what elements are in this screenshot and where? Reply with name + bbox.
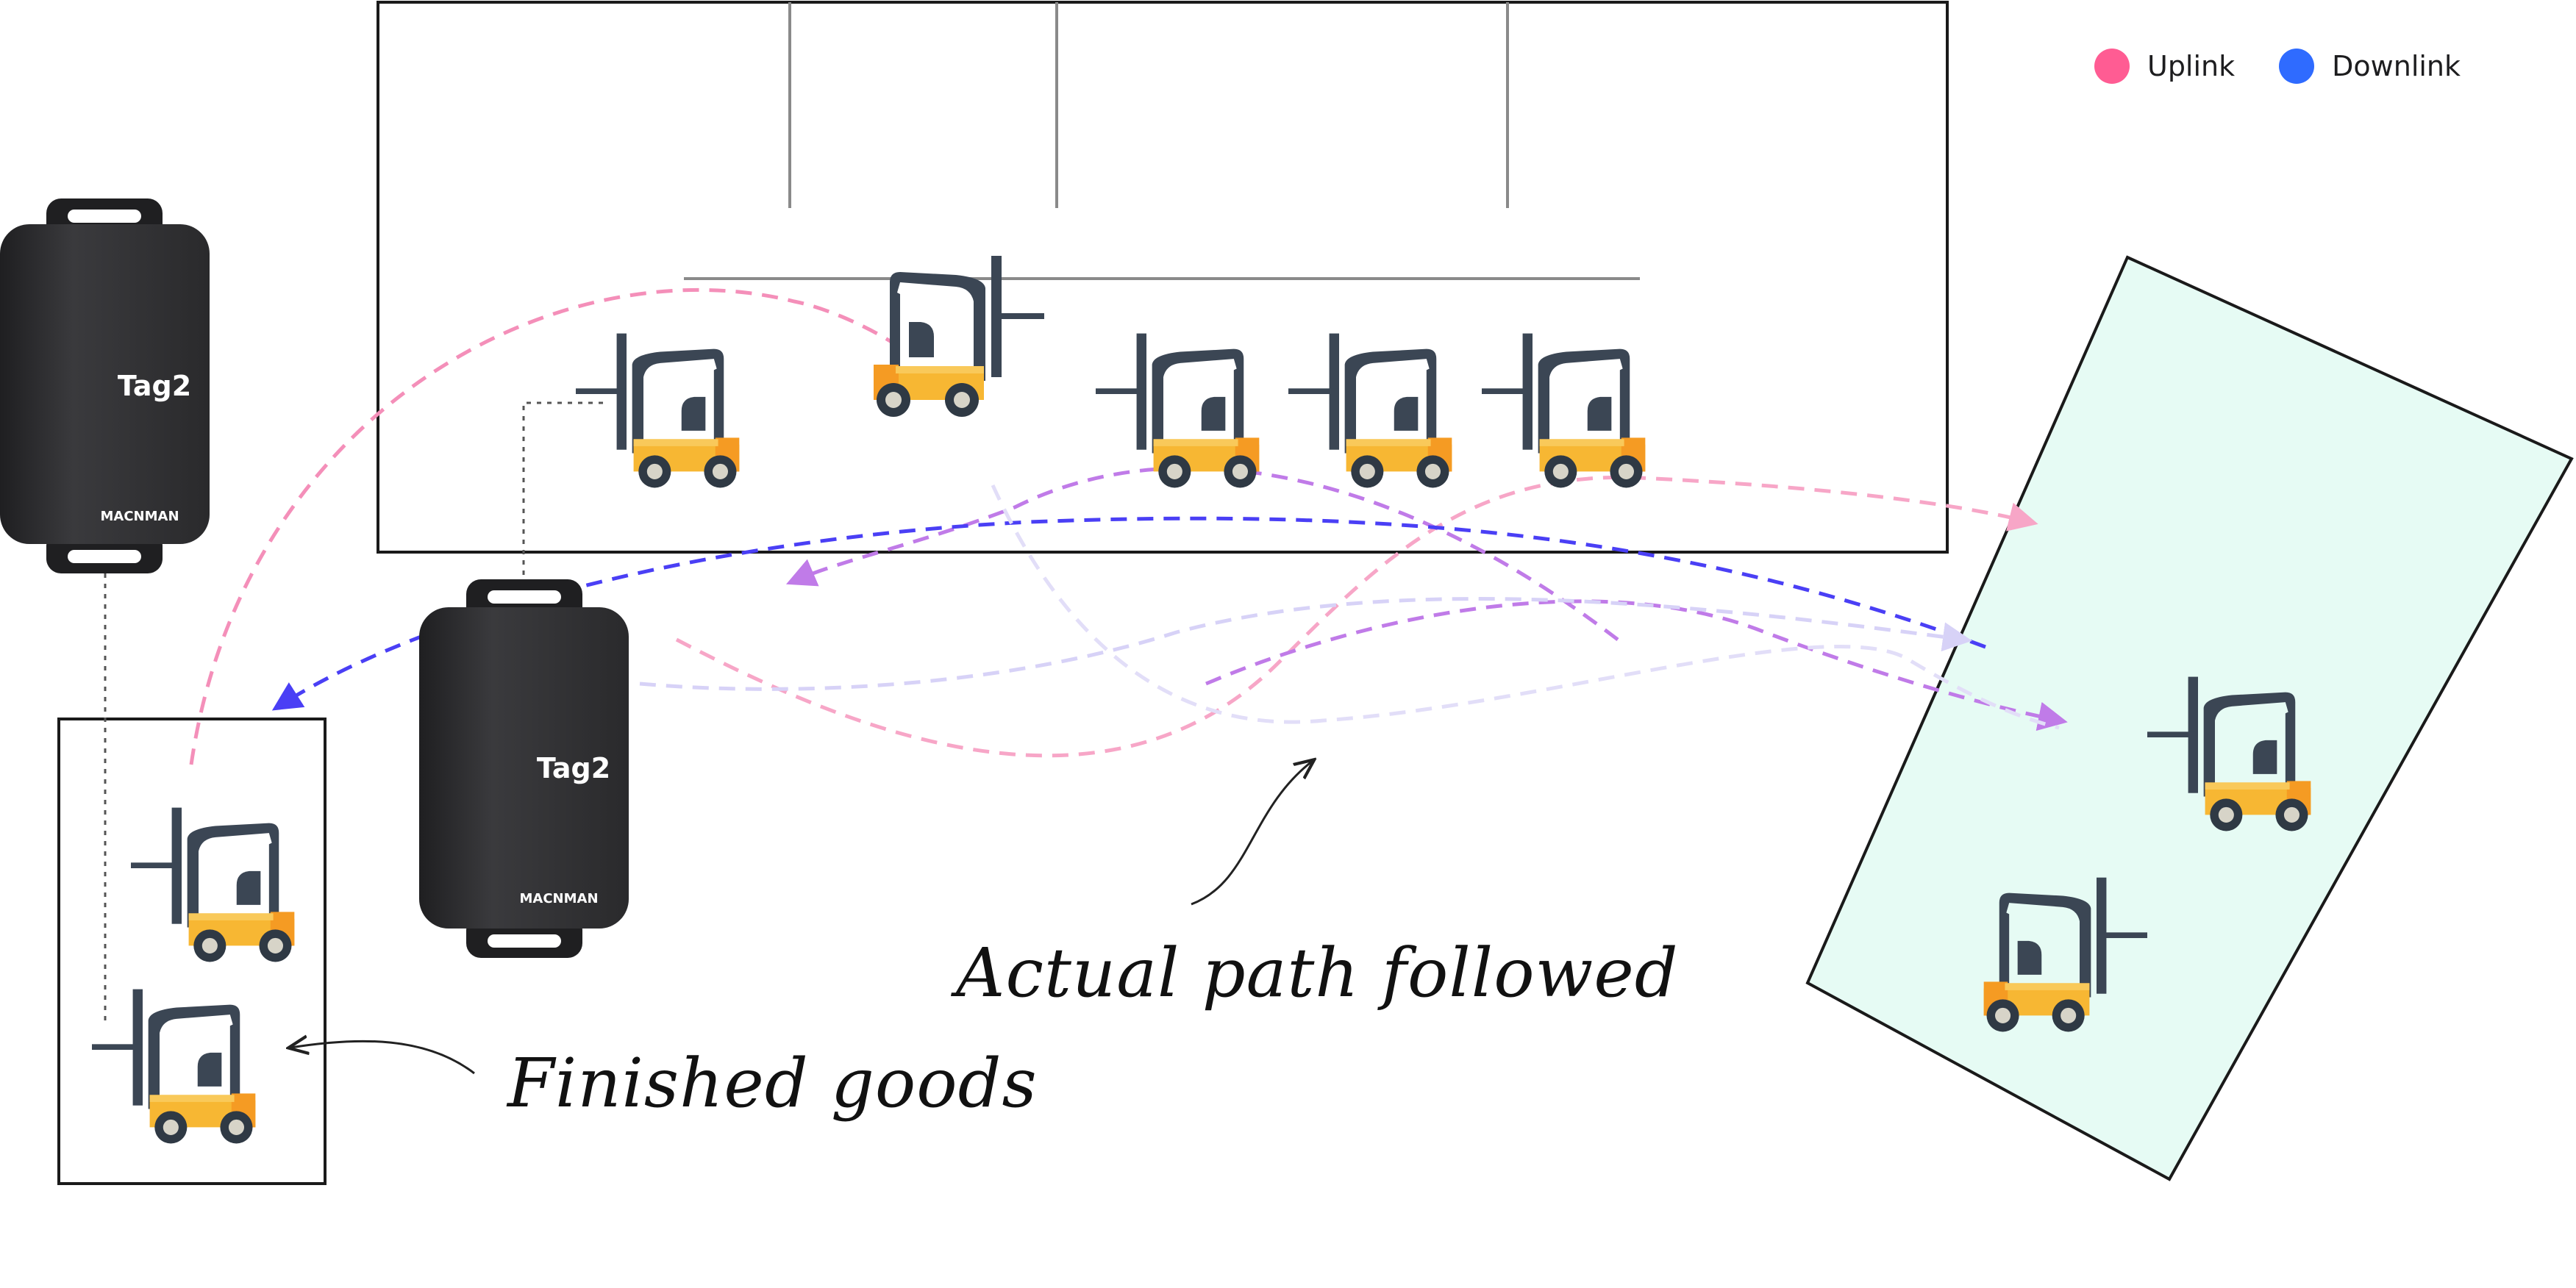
forklift-rack-5 — [1482, 333, 1646, 488]
lavender-path-1 — [639, 597, 1972, 691]
legend-uplink: Uplink — [2094, 49, 2235, 84]
tag-top-left-label: Tag2 — [118, 370, 191, 402]
legend-downlink: Downlink — [2279, 49, 2461, 84]
uplink-dot-icon — [2094, 49, 2130, 84]
downlink-dot-icon — [2279, 49, 2315, 84]
storage-area — [377, 1, 1949, 554]
uplink-path-top — [189, 287, 899, 765]
legend-downlink-label: Downlink — [2332, 50, 2461, 82]
tag-connector-center — [522, 401, 603, 585]
actual-path-annotation: Actual path followed — [956, 934, 1679, 1012]
finished-goods-annotation: Finished goods — [507, 1044, 1038, 1123]
tag-top-left-brand: MACNMAN — [100, 509, 179, 524]
tag-device-center: Tag2 MACNMAN — [419, 579, 629, 958]
purple-path-back — [785, 466, 1619, 641]
legend: Uplink Downlink — [2094, 49, 2505, 84]
forklift-rack-1 — [576, 333, 740, 488]
actual-path-arrow — [1191, 761, 1313, 906]
forklift-finished-2 — [92, 989, 256, 1144]
finished-goods-area — [57, 718, 327, 1185]
forklift-rack-3 — [1096, 333, 1260, 488]
finished-goods-arrow — [290, 1041, 475, 1075]
tag-center-label: Tag2 — [537, 752, 610, 784]
legend-uplink-label: Uplink — [2147, 50, 2236, 82]
lavender-path-2 — [991, 484, 2060, 730]
forklift-finished-1 — [131, 807, 295, 962]
tag-device-top-left: Tag2 MACNMAN — [0, 198, 210, 573]
forklift-rack-4 — [1288, 333, 1452, 488]
purple-path-forward — [1205, 599, 2068, 731]
uplink-path-lower — [675, 475, 2038, 758]
tag-center-brand: MACNMAN — [519, 891, 598, 906]
